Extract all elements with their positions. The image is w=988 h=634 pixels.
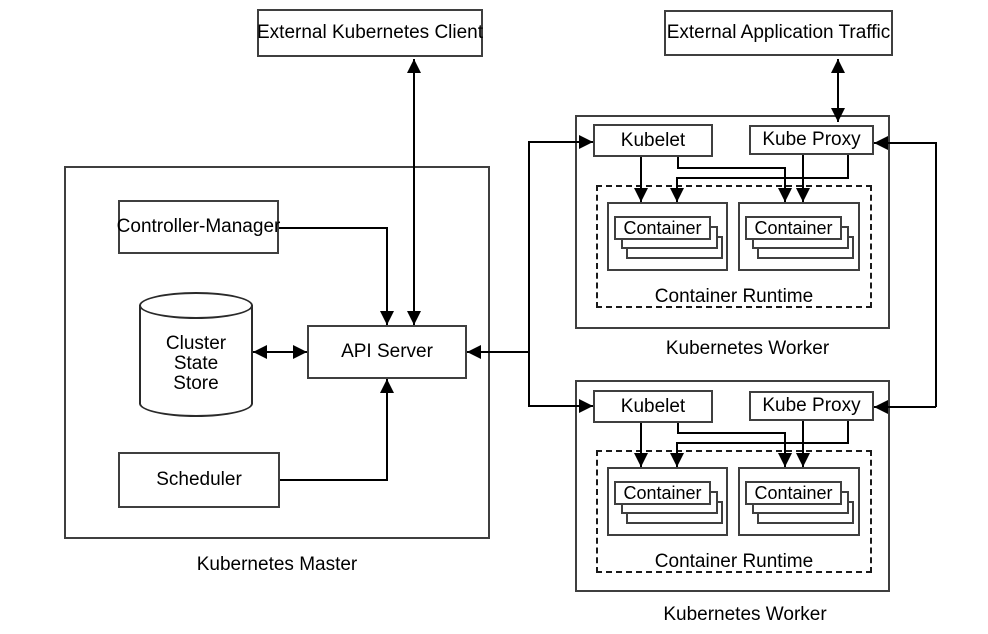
container-group: Container — [607, 467, 728, 536]
edge-proxy-fork-bottom — [874, 406, 936, 408]
container-group: Container — [738, 467, 860, 536]
w2-proxy-cross-h — [676, 442, 848, 444]
edge-store-api — [253, 351, 307, 353]
scheduler-box: Scheduler — [118, 452, 280, 508]
edge-traffic-worker1 — [837, 59, 839, 122]
kube-proxy-2-box: Kube Proxy — [749, 391, 874, 421]
cluster-state-store-label: Cluster State Store — [165, 333, 227, 394]
container-group: Container — [607, 202, 728, 271]
cylinder-top — [139, 292, 253, 319]
edge-proxy-fork-top — [874, 142, 936, 144]
arrowhead-left — [253, 345, 267, 359]
edge-bracket-api — [467, 351, 529, 353]
container-runtime-1-label: Container Runtime — [654, 286, 814, 307]
w2-kubelet-cross-v2 — [784, 432, 786, 467]
w1-proxy-cross-v1 — [847, 155, 849, 179]
arrowhead-up — [831, 59, 845, 73]
edge-client-api — [413, 59, 415, 325]
container-box: Container — [745, 481, 842, 505]
arrowhead-right — [579, 135, 593, 149]
w2-kubelet-cross-v1 — [677, 422, 679, 434]
external-kubernetes-client-box: External Kubernetes Client — [257, 9, 483, 57]
arrowhead-up — [407, 59, 421, 73]
edge-ctrlmgr-api-v — [386, 227, 388, 325]
arrowhead-left — [874, 136, 888, 150]
w1-kubelet-cross-h — [677, 167, 786, 169]
container-label: Container — [623, 217, 702, 238]
arrowhead-down — [796, 453, 810, 467]
w1-proxy-cross-h — [676, 177, 848, 179]
arrowhead-down — [778, 188, 792, 202]
kubernetes-master-label: Kubernetes Master — [196, 554, 358, 575]
container-box: Container — [614, 216, 711, 240]
w1-kubelet-cross-v2 — [784, 167, 786, 202]
arrowhead-down — [796, 188, 810, 202]
kube-proxy-1-box: Kube Proxy — [749, 125, 874, 155]
arrowhead-up — [380, 379, 394, 393]
cylinder-body — [139, 305, 253, 404]
arrowhead-down — [407, 311, 421, 325]
container-group: Container — [738, 202, 860, 271]
edge-scheduler-api-v — [386, 379, 388, 480]
arrowhead-right — [579, 399, 593, 413]
container-runtime-1-box — [596, 185, 872, 308]
edge-bracket-v — [528, 141, 530, 407]
api-server-box: API Server — [307, 325, 467, 379]
w2-proxy-rightcontainer — [802, 421, 804, 467]
kubelet-2-box: Kubelet — [593, 390, 713, 423]
arrowhead-down — [634, 188, 648, 202]
container-label: Container — [754, 482, 833, 503]
w2-proxy-cross-v1 — [847, 421, 849, 444]
edge-bracket-kubelet1 — [529, 141, 593, 143]
arrowhead-left — [874, 400, 888, 414]
container-runtime-2-label: Container Runtime — [654, 551, 814, 572]
arrowhead-down — [380, 311, 394, 325]
w2-kubelet-cross-h — [677, 432, 786, 434]
w2-kubelet-leftcontainer — [640, 422, 642, 467]
container-runtime-2-box — [596, 450, 872, 573]
arrowhead-down — [670, 453, 684, 467]
external-application-traffic-box: External Application Traffic — [664, 10, 893, 56]
controller-manager-box: Controller-Manager — [117, 200, 280, 254]
edge-scheduler-api-h — [280, 479, 388, 481]
arrowhead-left — [467, 345, 481, 359]
kubernetes-worker-2-label: Kubernetes Worker — [663, 604, 827, 625]
kubelet-1-box: Kubelet — [593, 124, 713, 157]
edge-ctrlmgr-api-h — [279, 227, 388, 229]
container-box: Container — [614, 481, 711, 505]
arrowhead-down — [831, 108, 845, 122]
w1-kubelet-cross-v1 — [677, 157, 679, 169]
arrowhead-right — [293, 345, 307, 359]
edge-bracket-kubelet2 — [529, 405, 593, 407]
arrowhead-down — [670, 188, 684, 202]
container-label: Container — [623, 482, 702, 503]
container-box: Container — [745, 216, 842, 240]
w1-kubelet-leftcontainer — [640, 157, 642, 202]
kubernetes-worker-1-label: Kubernetes Worker — [665, 338, 830, 359]
edge-proxy-fork-v — [935, 142, 937, 407]
container-label: Container — [754, 217, 833, 238]
arrowhead-down — [634, 453, 648, 467]
arrowhead-down — [778, 453, 792, 467]
